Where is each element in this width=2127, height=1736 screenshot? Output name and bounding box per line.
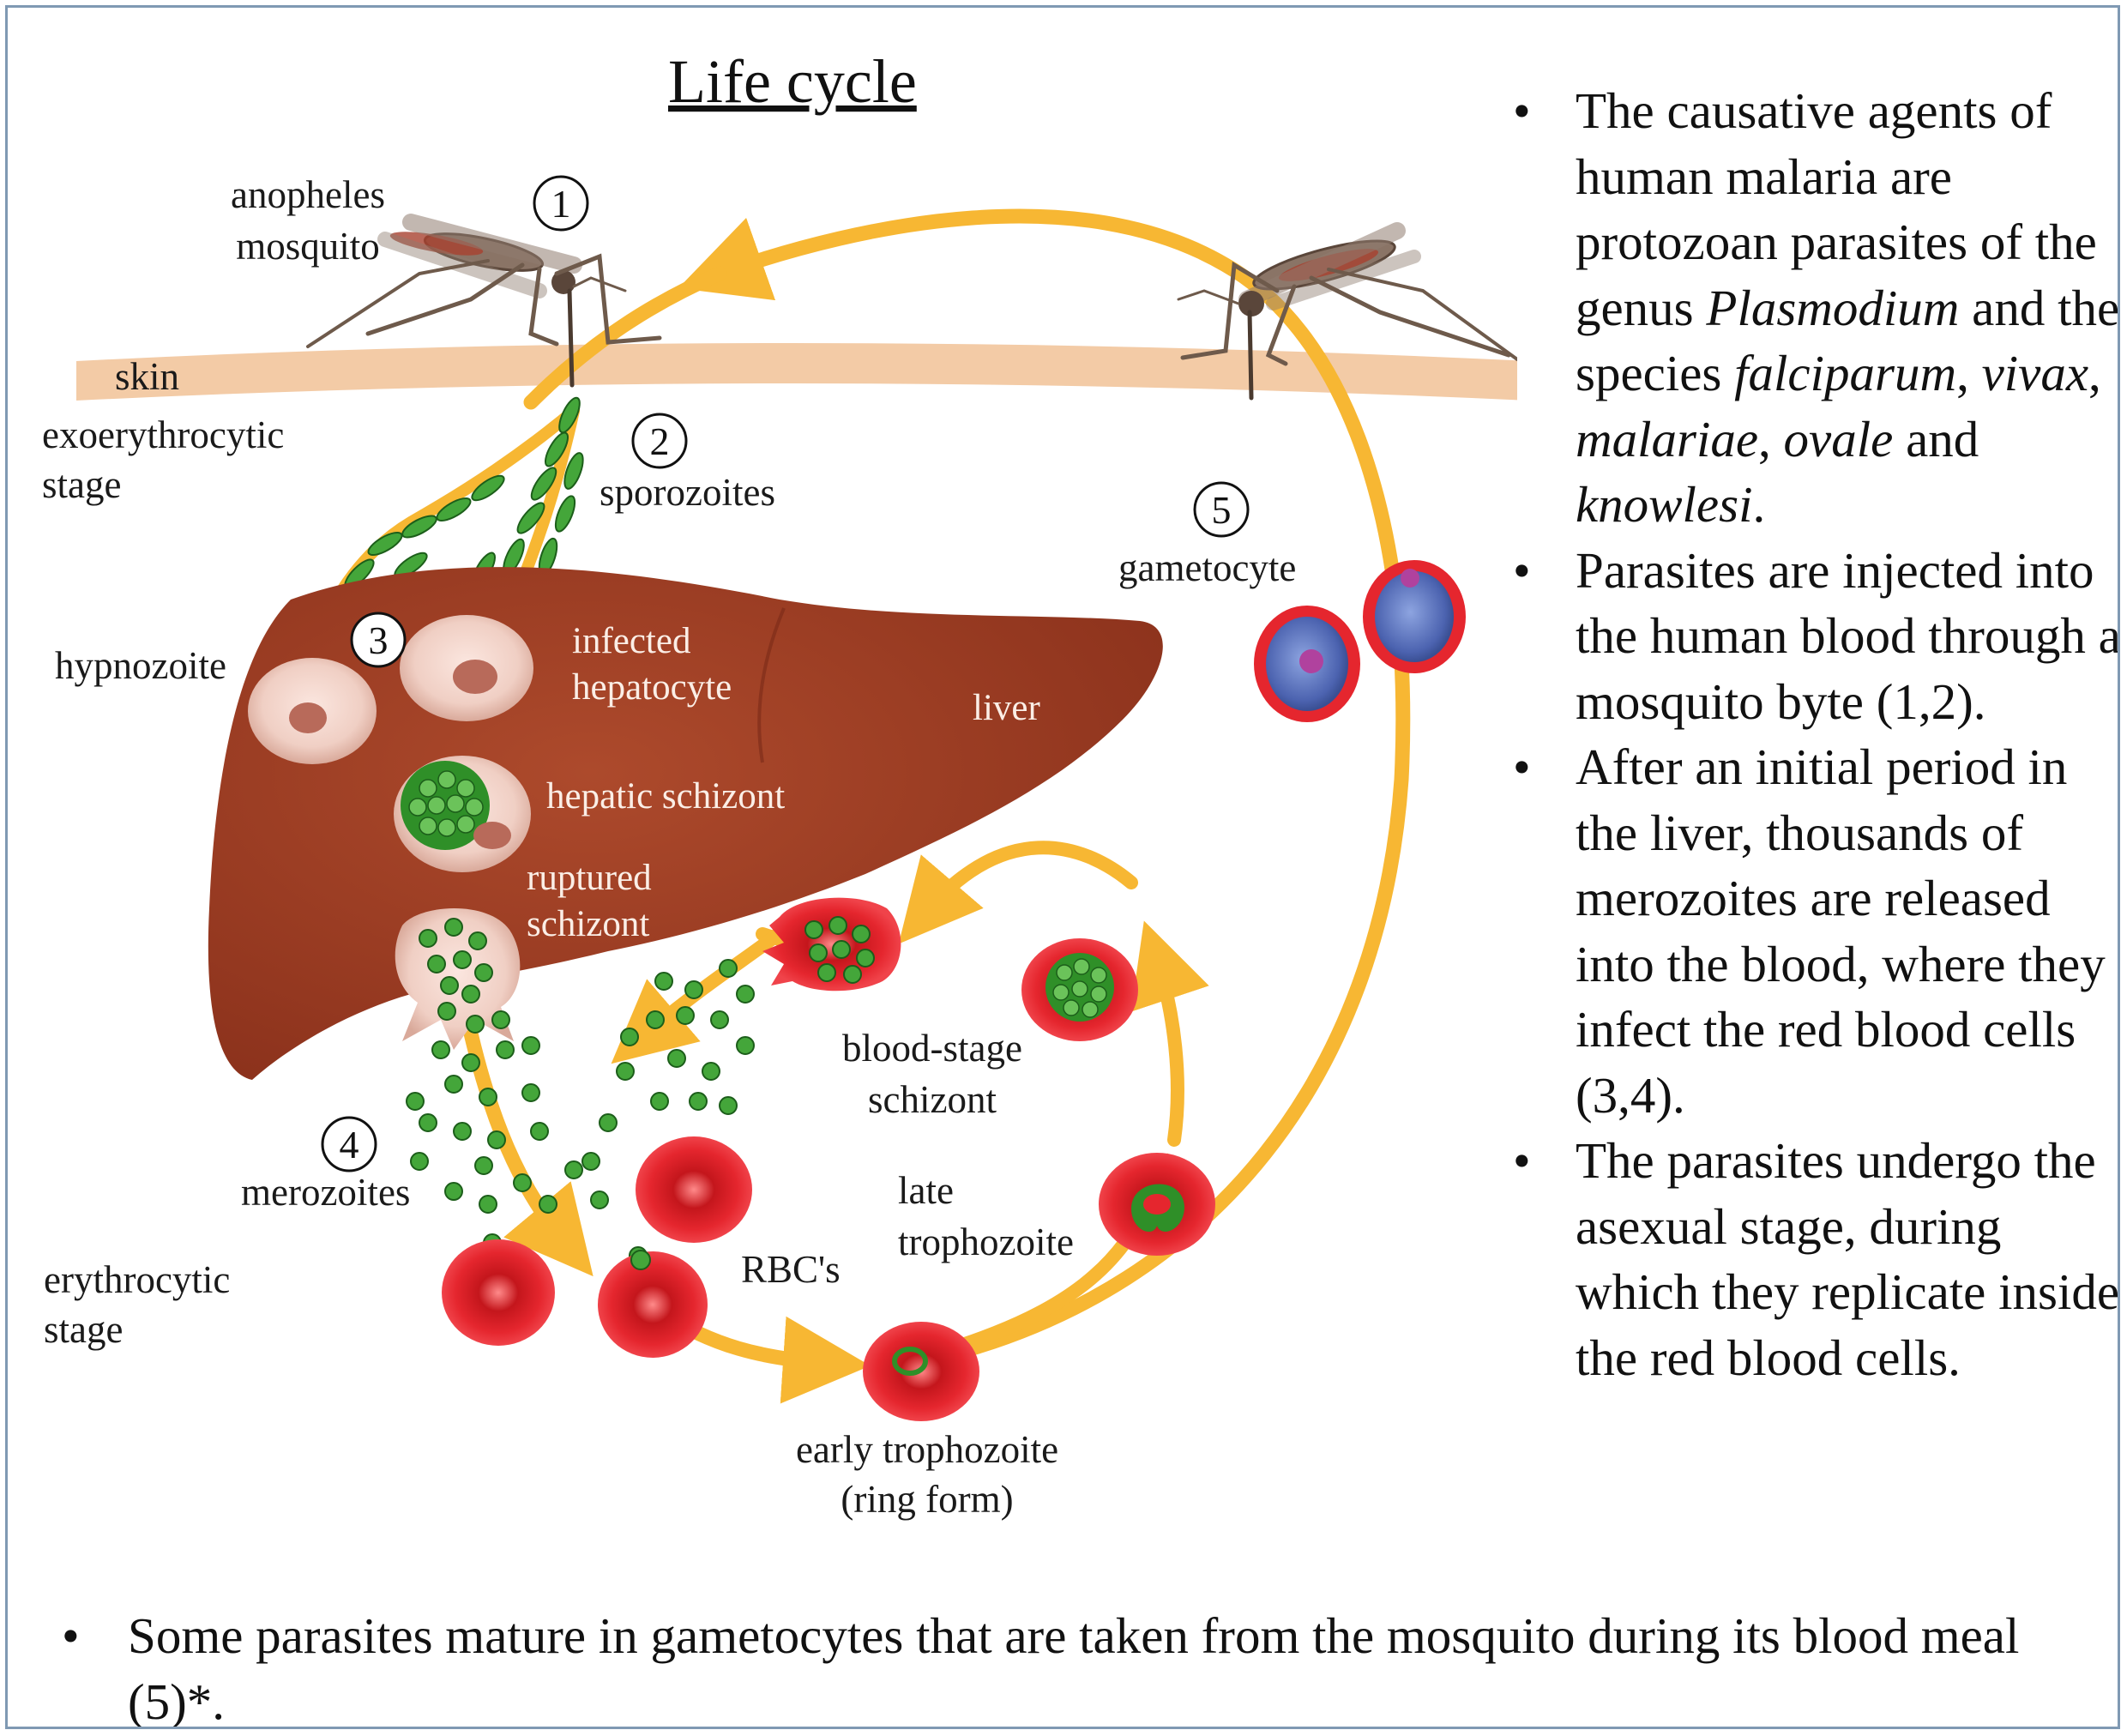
bottom-bullet: Some parasites mature in gametocytes tha… [55, 1603, 2096, 1729]
side-bullet-list: The causative agents of human malaria ar… [1504, 78, 2120, 1390]
side-bullet-4: The parasites undergo the asexual stage,… [1504, 1128, 2120, 1390]
label-ery-stage-line2: stage [44, 1308, 123, 1351]
skin-band [76, 343, 1517, 401]
species-falciparum: falciparum [1734, 345, 1956, 401]
label-gametocyte: gametocyte [1118, 546, 1296, 589]
label-early-troph-line2: (ring form) [841, 1478, 1013, 1521]
hypnozoite-cell [248, 658, 377, 764]
label-skin: skin [115, 355, 179, 398]
label-ruptured-line2: schizont [527, 904, 649, 944]
infected-hepatocyte-cell [400, 615, 533, 721]
species-vivax: vivax [1982, 345, 2088, 401]
side-bullet-3-text: After an initial period in the liver, th… [1576, 738, 2106, 1124]
side-bullet-1-seg: . [1752, 476, 1765, 533]
species-ovale: ovale [1784, 411, 1894, 467]
label-infected-line2: hepatocyte [572, 667, 732, 708]
side-bullet-1-seg: , [2088, 345, 2101, 401]
side-bullet-3: After an initial period in the liver, th… [1504, 734, 2120, 1128]
label-infected-line1: infected [572, 621, 690, 661]
hepatic-schizont-cell [394, 756, 531, 872]
label-ruptured-line1: ruptured [527, 858, 652, 898]
label-blood-schizont-line1: blood-stage [842, 1027, 1022, 1070]
label-exo-stage-line1: exoerythrocytic [42, 413, 284, 456]
bottom-bullet-list: Some parasites mature in gametocytes tha… [55, 1603, 2096, 1729]
label-blood-schizont-line2: schizont [868, 1078, 997, 1121]
label-hepatic-schizont: hepatic schizont [546, 776, 785, 817]
step-2-number: 2 [650, 419, 670, 463]
genus-name: Plasmodium [1706, 280, 1959, 336]
life-cycle-diagram: 1 2 3 4 5 Life cycle anopheles mosquito … [8, 8, 1517, 1590]
label-liver: liver [973, 688, 1040, 728]
label-rbcs: RBC's [741, 1248, 841, 1291]
label-late-troph-line1: late [898, 1169, 954, 1212]
rupturing-rbc [762, 898, 901, 992]
blood-stage-schizont-cell [1021, 938, 1138, 1041]
late-trophozoite-cell [1099, 1153, 1215, 1256]
step-5-number: 5 [1212, 488, 1232, 532]
side-bullet-1-seg: , [1956, 345, 1982, 401]
label-hypnozoite: hypnozoite [55, 644, 226, 687]
step-3-number: 3 [369, 618, 389, 662]
diagram-title: Life cycle [668, 47, 917, 116]
label-merozoites: merozoites [241, 1171, 410, 1214]
label-ery-stage-line1: erythrocytic [44, 1258, 230, 1301]
step-4-number: 4 [340, 1123, 359, 1166]
label-exo-stage-line2: stage [42, 463, 121, 506]
side-bullet-2: Parasites are injected into the human bl… [1504, 538, 2120, 735]
side-bullet-4-text: The parasites undergo the asexual stage,… [1576, 1132, 2119, 1386]
side-bullet-1-seg: , [1758, 411, 1784, 467]
step-1-number: 1 [551, 182, 571, 226]
bottom-bullet-text: Some parasites mature in gametocytes tha… [128, 1607, 2019, 1729]
slide-frame: 1 2 3 4 5 Life cycle anopheles mosquito … [5, 5, 2120, 1729]
side-bullet-1: The causative agents of human malaria ar… [1504, 78, 2120, 538]
label-sporozoites: sporozoites [600, 471, 775, 514]
label-late-troph-line2: trophozoite [898, 1221, 1074, 1263]
side-bullet-1-seg: and [1893, 411, 1979, 467]
side-bullet-2-text: Parasites are injected into the human bl… [1576, 542, 2120, 730]
label-mosquito-line1: anopheles [231, 173, 385, 216]
label-mosquito-line2: mosquito [236, 225, 380, 268]
label-early-troph-line1: early trophozoite [796, 1428, 1058, 1471]
species-knowlesi: knowlesi [1576, 476, 1752, 533]
species-malariae: malariae [1576, 411, 1758, 467]
